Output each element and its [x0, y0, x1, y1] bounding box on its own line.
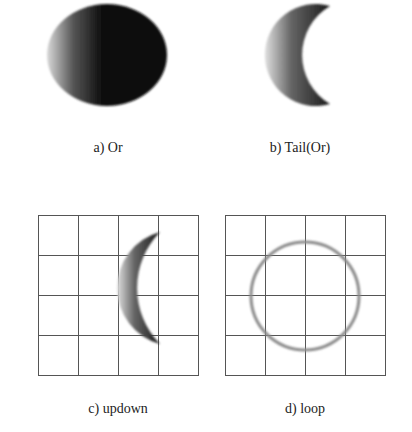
grid: [226, 216, 386, 376]
caption: b) Tail(Or): [270, 140, 331, 156]
caption: a) Or: [93, 140, 122, 156]
ring: [251, 242, 359, 350]
caption: c) updown: [88, 401, 148, 417]
crescent: [265, 4, 330, 106]
filled-disc: [47, 4, 167, 106]
caption: d) loop: [285, 401, 325, 417]
grid: [39, 216, 199, 376]
crescent: [117, 232, 160, 344]
